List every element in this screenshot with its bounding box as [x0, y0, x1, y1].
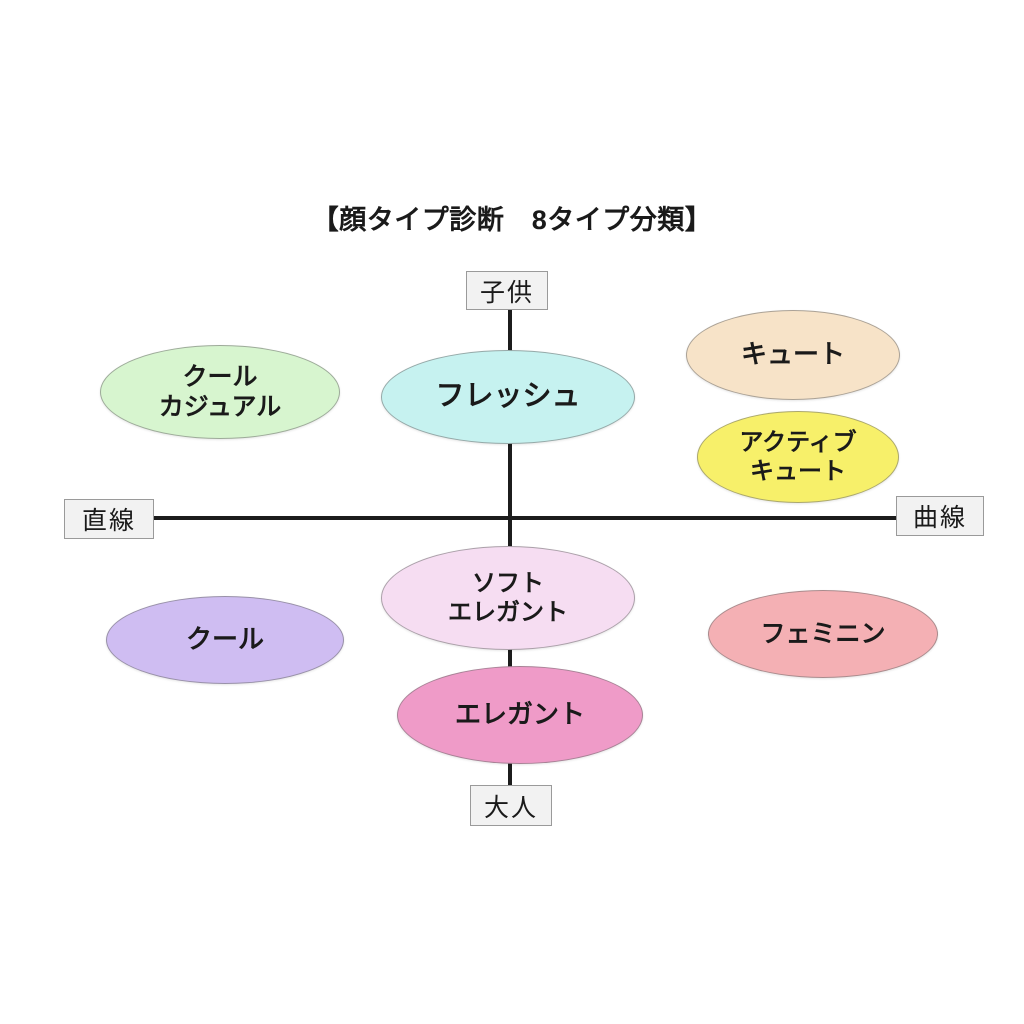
- type-node-soft-elegant[interactable]: ソフト エレガント: [381, 546, 635, 650]
- page-title: 【顔タイプ診断 8タイプ分類】: [311, 205, 713, 235]
- axis-label-right-curved: 曲線: [896, 496, 984, 536]
- type-node-elegant[interactable]: エレガント: [397, 666, 643, 764]
- type-node-active-cute[interactable]: アクティブ キュート: [697, 411, 899, 503]
- axis-label-left-straight: 直線: [64, 499, 154, 539]
- type-node-cute[interactable]: キュート: [686, 310, 900, 400]
- horizontal-axis-line: [152, 516, 897, 520]
- axis-label-bottom-adult: 大人: [470, 785, 552, 826]
- type-node-feminine[interactable]: フェミニン: [708, 590, 938, 678]
- type-node-cool[interactable]: クール: [106, 596, 344, 684]
- axis-label-top-child: 子供: [466, 271, 548, 310]
- type-node-fresh[interactable]: フレッシュ: [381, 350, 635, 444]
- type-node-cool-casual[interactable]: クール カジュアル: [100, 345, 340, 439]
